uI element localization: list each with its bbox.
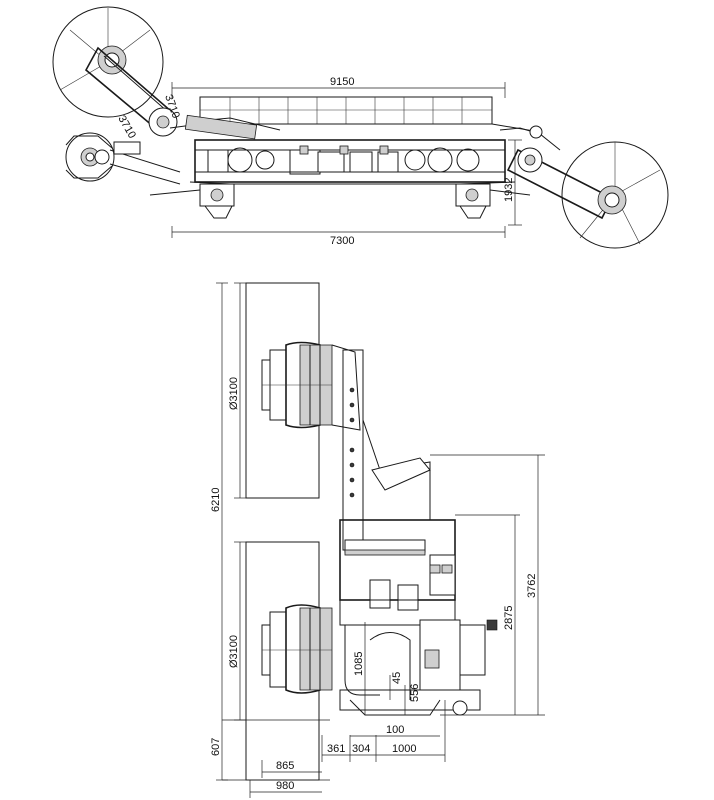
dim-361-label: 361: [327, 743, 345, 755]
dim-1085-label: 1085: [353, 652, 365, 676]
dim-upper-drum: Ø3100: [228, 282, 246, 499]
total-width-label: 6210: [210, 488, 222, 512]
dim-height: 1932: [503, 139, 522, 226]
dim-bottom-widths: 865 980: [249, 760, 322, 798]
dim-cab-height: 2875: [455, 514, 520, 715]
left-upper-drum: [52, 6, 164, 118]
upper-drum: [261, 341, 361, 431]
dim-total-width: 6210: [210, 282, 228, 781]
body-height-label: 3762: [526, 574, 538, 598]
height-label: 1932: [503, 178, 515, 202]
dim-980-label: 980: [276, 780, 294, 792]
dim-100-label: 100: [386, 724, 404, 736]
upper-drum-diameter-label: Ø3100: [228, 377, 240, 410]
dim-lower-drum: Ø3100: [228, 541, 246, 721]
cab-height-label: 2875: [503, 606, 515, 630]
top-spill-plate: [199, 96, 493, 125]
haulage-units: [149, 183, 531, 219]
lower-drum: [261, 604, 333, 694]
body-plan: [339, 519, 498, 716]
dim-607: 607: [210, 719, 330, 781]
lower-drum-diameter-label: Ø3100: [228, 635, 240, 668]
left-ranging-arm: [84, 46, 178, 137]
left-lower-drum: [65, 132, 181, 185]
dim-45: 45: [389, 672, 403, 700]
dim-bottom-row: 361 304 1000: [321, 700, 446, 762]
cutting-radius-label: 3710: [115, 114, 138, 141]
dim-556: 556: [404, 684, 421, 715]
dim-607-label: 607: [210, 738, 222, 756]
dim-556-label: 556: [409, 684, 421, 702]
dim-body-height: 3762: [430, 454, 545, 716]
body-length-label: 7300: [330, 235, 354, 247]
dim-45-label: 45: [391, 672, 403, 684]
right-drum: [561, 141, 669, 249]
plan-view: 6210 Ø3100 Ø3100 607 3762: [210, 282, 545, 798]
right-ranging-arm: [499, 125, 614, 220]
overall-length-label: 9150: [330, 76, 354, 88]
side-view: 9150 7300 1932 3710 3710: [52, 6, 669, 249]
dim-865-label: 865: [276, 760, 294, 772]
dim-304-label: 304: [352, 743, 370, 755]
dim-1085: 1085: [353, 622, 366, 715]
main-body: [189, 139, 516, 185]
dim-1000-label: 1000: [392, 743, 416, 755]
dim-body-length: 7300: [171, 226, 506, 247]
dim-overall-length: 9150: [171, 76, 506, 98]
dim-100: 100: [350, 724, 440, 737]
